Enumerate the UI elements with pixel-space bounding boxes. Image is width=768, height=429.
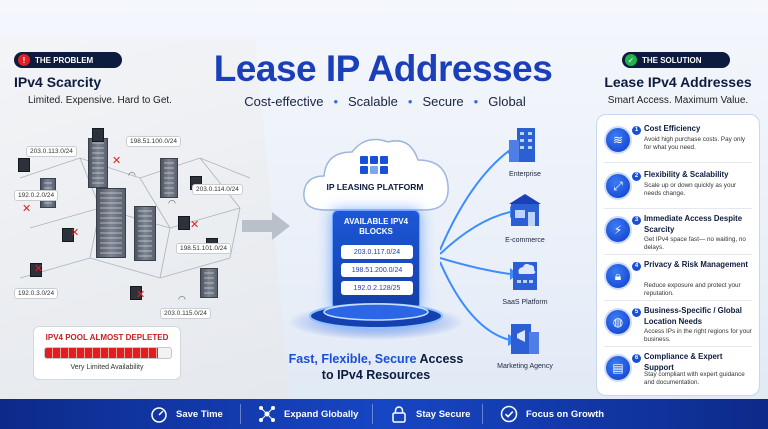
padlock-icon xyxy=(392,406,406,423)
footer-bar xyxy=(0,399,768,429)
ip-label: 203.0.115.0/24 xyxy=(160,308,211,319)
expand-icon: ⤢ xyxy=(604,172,632,200)
platform-label: IP LEASING PLATFORM xyxy=(326,182,424,192)
solution-subtitle: Smart Access. Maximum Value. xyxy=(607,95,749,106)
megaphone-building-icon xyxy=(511,324,539,354)
platform-tagline: Fast, Flexible, Secure Access to IPv4 Re… xyxy=(288,352,464,383)
tag: Scalable xyxy=(348,94,398,109)
building xyxy=(96,188,126,258)
customer-ecommerce: E-commerce xyxy=(490,190,560,244)
cloud-building-icon xyxy=(513,262,537,290)
building xyxy=(134,206,156,261)
benefits-panel xyxy=(596,114,760,396)
tag: Cost-effective xyxy=(244,94,324,109)
pool-level-bar xyxy=(44,347,172,359)
ip-block-row: 198.51.200.0/24 xyxy=(341,263,413,277)
arrow-right-icon xyxy=(242,212,290,240)
ip-label: 198.51.101.0/24 xyxy=(176,243,231,254)
benefit-tags: Cost-effective • Scalable • Secure • Global xyxy=(210,94,560,109)
ip-block-row: 192.0.2.128/25 xyxy=(341,281,413,295)
x-mark-icon: ✕ xyxy=(22,203,32,215)
page-title: Lease IP Addresses xyxy=(213,48,553,89)
ip-label: 203.0.113.0/24 xyxy=(26,146,77,157)
glowing-pedestal xyxy=(288,303,464,340)
wifi-icon: ◠ xyxy=(128,170,136,180)
customer-enterprise: Enterprise xyxy=(490,124,560,178)
lightning-icon: ⚡ xyxy=(604,216,632,244)
server-icon xyxy=(62,228,74,242)
storefront-icon xyxy=(509,194,541,226)
divider xyxy=(604,346,752,347)
ip-label: 192.0.2.0/24 xyxy=(14,190,59,201)
cloud-icon xyxy=(303,138,449,211)
divider xyxy=(604,300,752,301)
tag: Global xyxy=(488,94,526,109)
wifi-icon: ◠ xyxy=(168,198,176,208)
ip-block-row: 203.0.117.0/24 xyxy=(341,245,413,259)
footer-divider xyxy=(372,404,373,424)
blocks-title: AVAILABLE IPV4 BLOCKS xyxy=(343,217,409,236)
footer-focus-growth: Focus on Growth xyxy=(500,404,604,424)
available-blocks-card: AVAILABLE IPV4 BLOCKS 203.0.117.0/24 198… xyxy=(332,210,420,310)
divider xyxy=(604,208,752,209)
document-gear-icon: ▤ xyxy=(604,354,632,382)
server-icon xyxy=(130,286,142,300)
pool-title: IPV4 POOL ALMOST DEPLETED xyxy=(45,333,169,342)
bullet-dot-icon: • xyxy=(407,94,413,109)
problem-badge: ! THE PROBLEM xyxy=(14,52,122,68)
globe-pin-icon: ◍ xyxy=(604,308,632,336)
ip-label: 192.0.3.0/24 xyxy=(14,288,59,299)
congested-city-illustration: ✕ ✕ ✕ ✕ ✕ ✕ ◠ ◠ ◠ 203.0.113.0/24 198.51.… xyxy=(0,118,270,328)
server-icon xyxy=(30,263,42,277)
ipv4-pool-card: IPV4 POOL ALMOST DEPLETED Very Limited A… xyxy=(33,326,181,380)
check-circle-icon xyxy=(500,405,518,423)
problem-title: IPv4 Scarcity xyxy=(14,74,102,90)
x-mark-icon: ✕ xyxy=(70,227,80,239)
x-mark-icon: ✕ xyxy=(136,289,146,301)
building xyxy=(88,138,108,188)
checkmark-icon: ✓ xyxy=(625,54,637,66)
x-mark-icon: ✕ xyxy=(112,155,122,167)
server-icon xyxy=(18,158,30,172)
footer-divider xyxy=(240,404,241,424)
pool-level-fill xyxy=(45,348,159,358)
problem-subtitle: Limited. Expensive. Hard to Get. xyxy=(28,95,172,106)
building xyxy=(160,158,178,198)
server-icon xyxy=(92,128,104,142)
office-building-icon xyxy=(509,128,535,162)
footer-divider xyxy=(482,404,483,424)
footer-stay-secure: Stay Secure xyxy=(390,404,470,424)
tag: Secure xyxy=(422,94,464,109)
x-mark-icon: ✕ xyxy=(190,219,200,231)
divider xyxy=(604,254,752,255)
wifi-icon: ◠ xyxy=(178,294,186,304)
ip-label: 198.51.100.0/24 xyxy=(126,136,181,147)
building xyxy=(200,268,218,298)
solution-badge: ✓ THE SOLUTION xyxy=(622,52,730,68)
divider xyxy=(604,162,752,163)
customer-saas: SaaS Platform xyxy=(490,252,560,306)
lock-shield-icon: 🔒︎ xyxy=(604,262,632,290)
x-mark-icon: ✕ xyxy=(34,263,44,275)
ip-label: 203.0.114.0/24 xyxy=(192,184,243,195)
warning-icon: ! xyxy=(18,54,30,66)
solution-title: Lease IPv4 Addresses xyxy=(604,74,752,90)
pool-subtitle: Very Limited Availability xyxy=(70,364,144,371)
server-icon xyxy=(178,216,190,230)
bullet-dot-icon: • xyxy=(473,94,479,109)
speedometer-icon xyxy=(151,407,167,423)
footer-expand-globally: Expand Globally xyxy=(258,404,358,424)
coins-icon: ≋ xyxy=(604,126,632,154)
network-nodes-icon xyxy=(259,406,275,422)
footer-save-time: Save Time xyxy=(150,404,223,424)
bullet-dot-icon: • xyxy=(333,94,339,109)
customer-marketing: Marketing Agency xyxy=(490,316,560,370)
